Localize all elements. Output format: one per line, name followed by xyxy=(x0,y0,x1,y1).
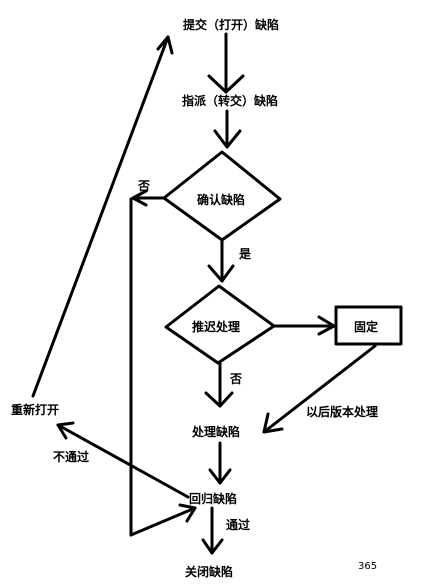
arrowhead-defer-to-fixed xyxy=(317,315,336,336)
node-defer-label: 推迟处理 xyxy=(191,320,241,334)
node-process-label: 处理缺陷 xyxy=(191,425,241,439)
arrowhead-regress-to-reopen xyxy=(56,421,75,440)
node-close-label: 关闭缺陷 xyxy=(184,565,234,579)
arrowhead-process-to-regress xyxy=(208,468,232,485)
arrowhead-submit-to-assign xyxy=(207,74,245,94)
arrowhead-assign-to-confirm xyxy=(213,129,242,149)
arrowhead-loop-to-regress xyxy=(178,503,197,523)
arrow-regress-to-reopen xyxy=(56,423,190,499)
arrowhead-fixed-to-process xyxy=(262,412,284,434)
arrowhead-regress-to-close xyxy=(201,538,224,555)
node-submit-label: 提交（打开）缺陷 xyxy=(182,18,280,32)
node-fixed-label: 固定 xyxy=(353,320,379,334)
arrow-reopen-to-submit xyxy=(31,35,170,398)
edge-pass-label: 通过 xyxy=(226,518,251,532)
arrowhead-confirm-to-defer xyxy=(207,264,235,283)
edge-yes-label: 是 xyxy=(239,247,252,261)
arrow-fixed-to-process xyxy=(262,344,377,434)
edge-no-defer-label: 否 xyxy=(230,372,243,386)
edge-later-version-label: 以后版本处理 xyxy=(306,405,379,419)
defer-diamond xyxy=(164,284,276,365)
node-assign-label: 指派（转交）缺陷 xyxy=(181,94,279,108)
arrowhead-defer-to-process xyxy=(204,391,234,408)
node-confirm-label: 确认缺陷 xyxy=(196,193,246,207)
arrowhead-reopen-to-submit xyxy=(156,35,174,55)
fixed-box xyxy=(334,305,403,346)
edge-not-pass-label: 不通过 xyxy=(53,450,90,464)
edge-no-confirm-label: 否 xyxy=(138,179,151,193)
loop-to-regress-line xyxy=(129,506,197,537)
node-regress-label: 回归缺陷 xyxy=(188,492,238,506)
arrowhead-confirm-no-left xyxy=(131,189,148,207)
page-number: 365 xyxy=(358,561,378,572)
node-reopen-label: 重新打开 xyxy=(10,403,60,417)
